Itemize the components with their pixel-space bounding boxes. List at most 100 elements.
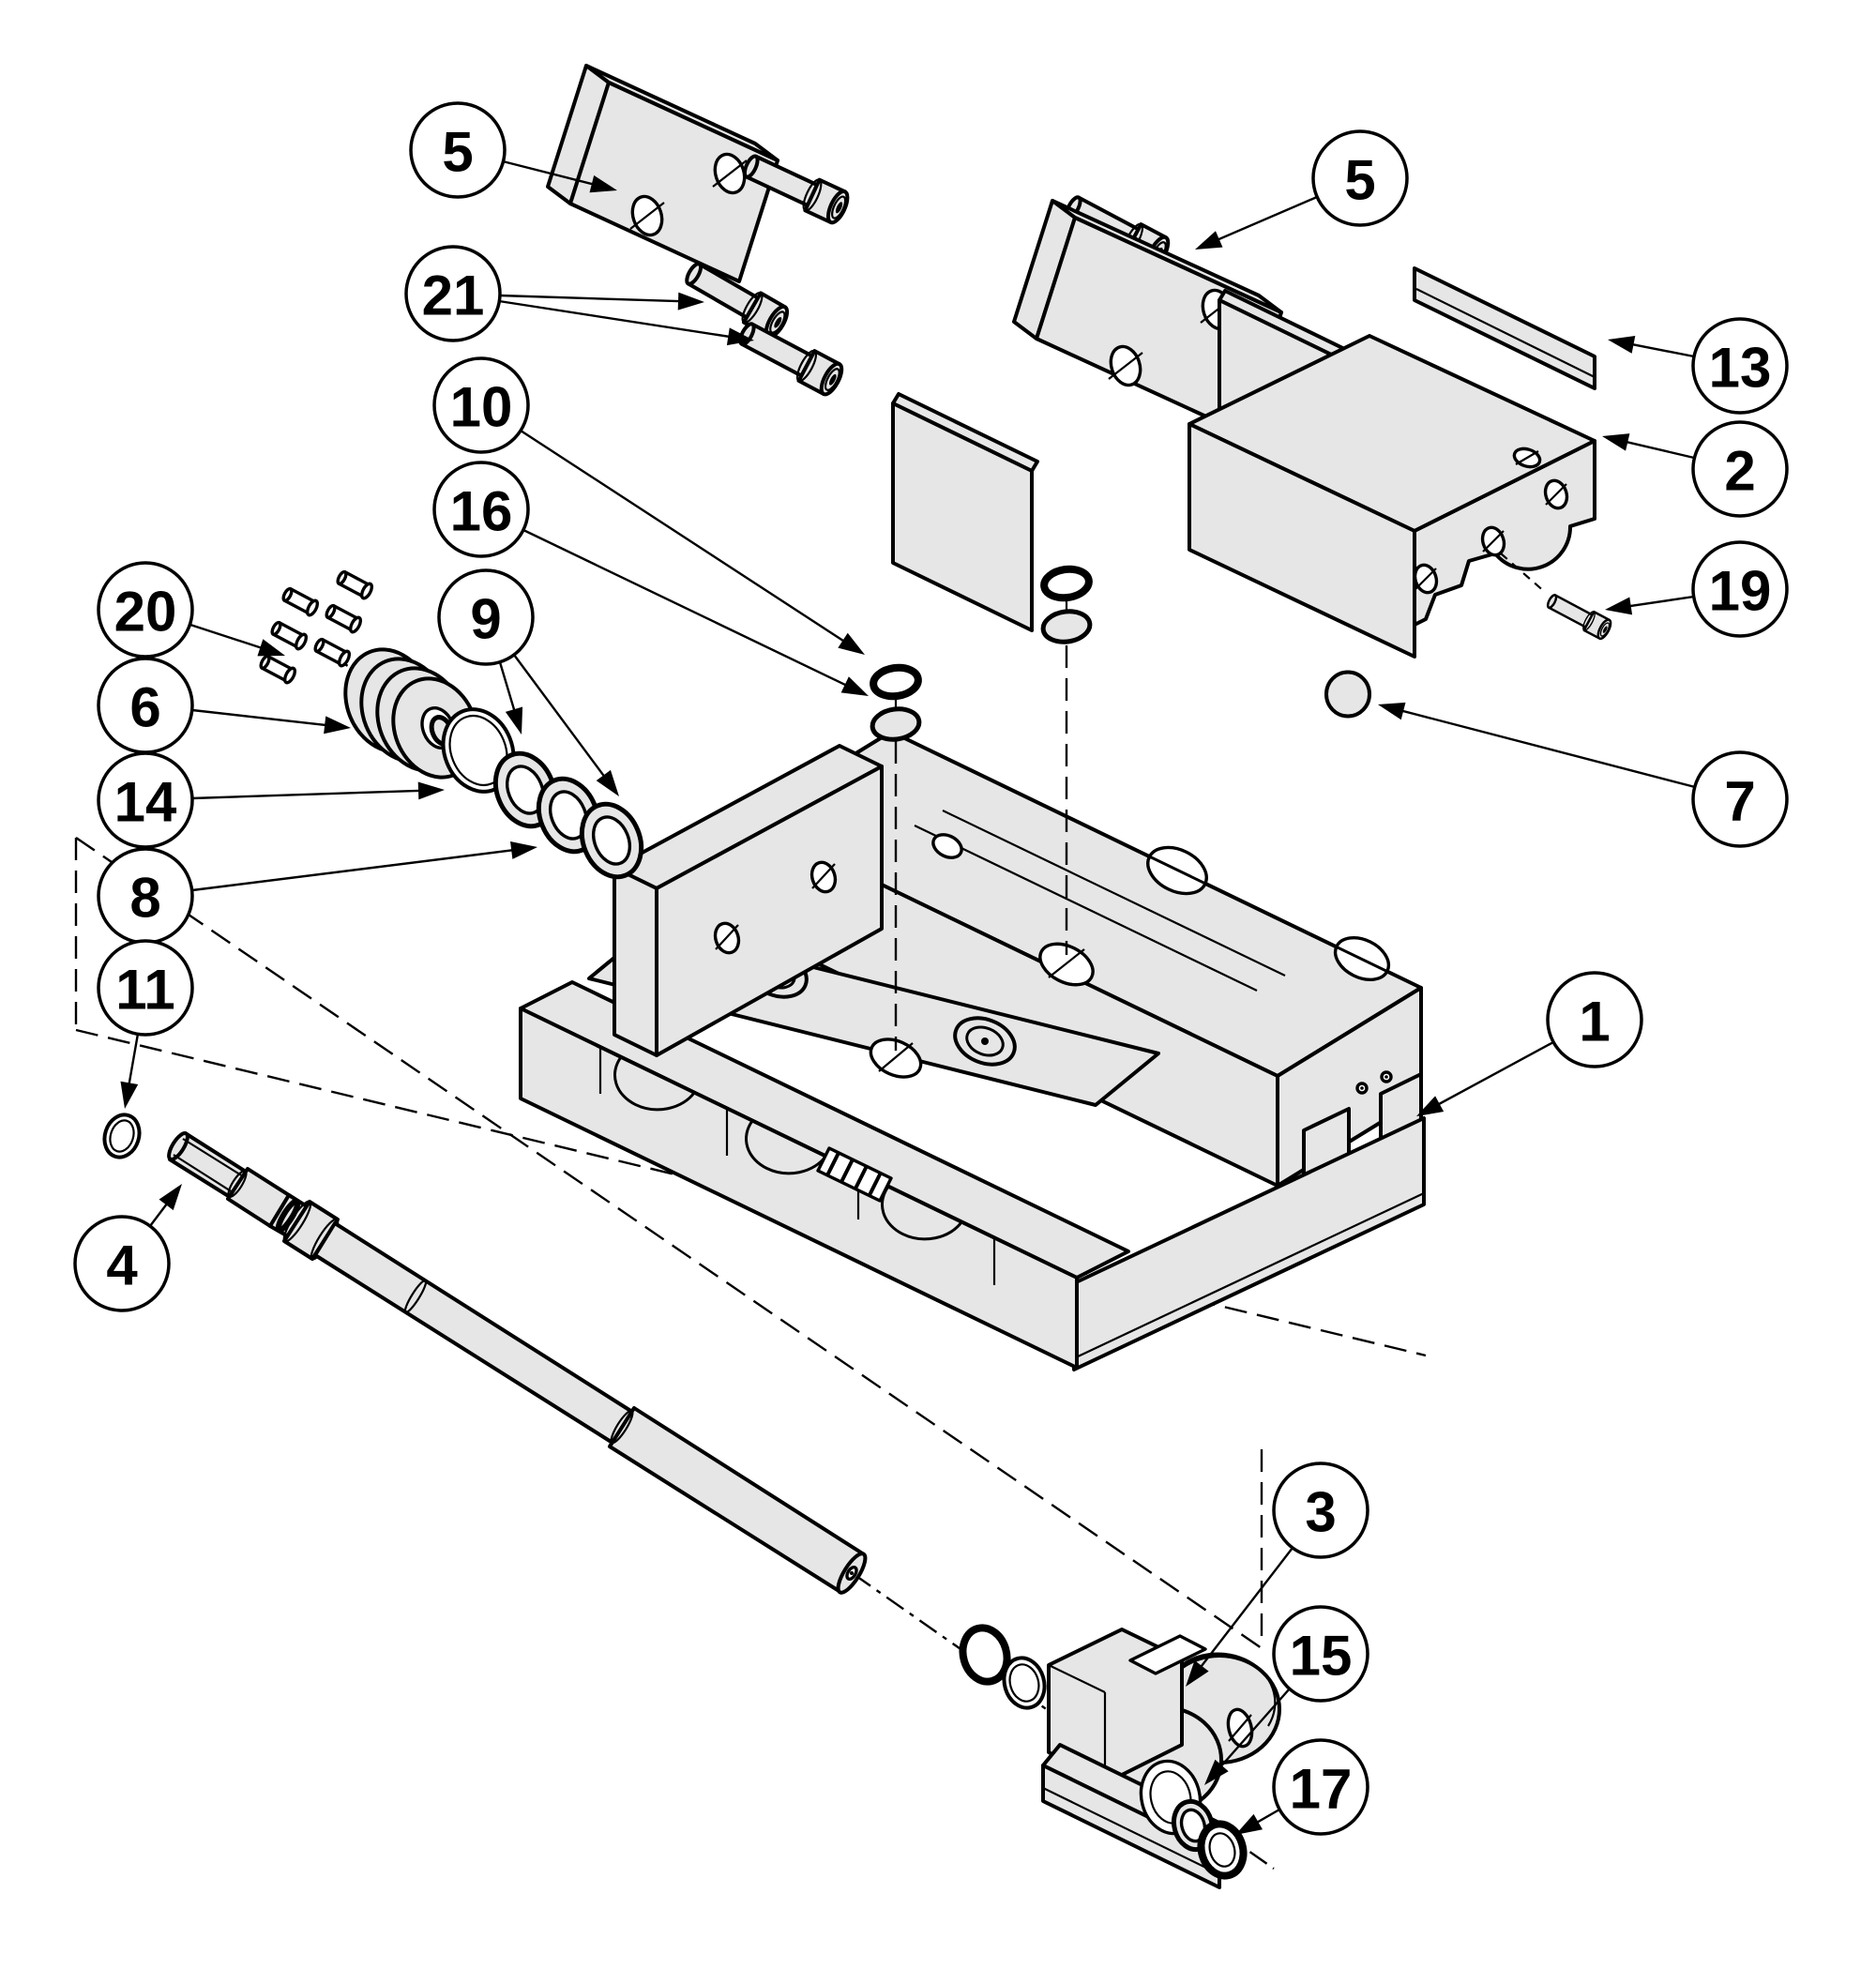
balloon-circle [432,461,530,558]
balloon-number: 6 [129,676,160,739]
balloon-6: 6 [97,657,351,754]
balloon-3: 3 [1186,1462,1369,1687]
leader-arrowhead [1416,1096,1445,1116]
balloon-number: 17 [1290,1758,1353,1821]
washer-16 [870,706,922,742]
part-7-plug [1324,670,1371,719]
leader-arrowhead [324,716,351,735]
leader-arrowhead [1602,433,1630,451]
balloon-number: 9 [470,588,501,651]
part-19-socket-screw [1543,589,1615,643]
balloon-4: 4 [73,1184,182,1312]
leader-arrowhead [1186,1660,1209,1687]
balloon-number: 4 [106,1234,138,1297]
leader-arrowhead [505,706,523,735]
balloon-15: 15 [1204,1605,1369,1785]
leader-arrowhead [726,327,754,346]
washer-16 [1040,609,1093,644]
balloon-number: 8 [129,867,160,930]
leader-arrowhead [510,841,537,859]
balloon-5: 5 [409,101,617,199]
leader-arrowhead [417,781,445,800]
leader-arrowhead [596,769,619,796]
leader-arrowhead [257,639,285,657]
balloon-11: 11 [97,939,194,1109]
part-2-movable-jaw-block [1188,334,1596,659]
balloon-number: 14 [114,771,177,834]
balloon-9: 9 [437,568,619,796]
leader-arrowhead [838,632,865,655]
leader-arrowhead [677,292,704,310]
leader-arrowhead [589,174,617,193]
clamp-boss [953,1016,1017,1067]
balloon-13: 13 [1608,317,1789,415]
balloon-number: 10 [450,376,513,439]
balloon-number: 1 [1579,991,1610,1053]
balloon-number: 11 [115,959,174,1022]
balloon-circle [1272,1605,1369,1703]
balloon-19: 19 [1605,540,1789,638]
balloon-number: 20 [114,581,177,644]
balloon-circle [97,751,194,849]
balloon-number: 19 [1709,560,1772,623]
part-4-screw-shaft [167,1131,868,1595]
balloon-circle [409,101,507,199]
balloon-number: 16 [450,480,513,543]
body-hole [931,833,963,859]
balloon-circle [1691,317,1789,415]
balloon-circle [1272,1462,1369,1559]
balloon-circle [73,1215,171,1312]
balloon-circle [437,568,535,666]
oring-10 [1040,565,1093,602]
balloon-number: 3 [1305,1481,1336,1544]
balloon-circle [404,245,502,342]
leader-arrowhead [1378,702,1406,720]
part-1-vise-body [519,730,1426,1371]
balloon-number: 15 [1290,1625,1353,1688]
balloon-5: 5 [1195,129,1409,250]
leader-arrowhead [1204,1759,1229,1785]
oring-10 [870,663,922,701]
part-5-jaw-plate-left [546,64,779,283]
leader-arrowhead [1195,231,1223,250]
balloon-circle [1691,750,1789,848]
part-11-oring [102,1113,142,1159]
balloon-number: 5 [442,121,473,184]
jaw-insert-plate [891,392,1039,632]
part-9-thrust-washer [579,801,644,880]
leader-arrowhead [1608,336,1636,354]
balloon-circle [1546,971,1643,1068]
balloon-number: 7 [1724,770,1755,833]
balloon-number: 5 [1344,149,1375,212]
leader-arrowhead [1605,597,1633,615]
balloon-number: 13 [1709,337,1772,400]
part-10-oring-and-16-washer-pair [870,565,1093,742]
balloon-1: 1 [1416,971,1643,1116]
balloon-circle [1311,129,1409,227]
balloon-circle [1691,420,1789,518]
balloon-20: 20 [97,561,285,659]
balloon-circle [1691,540,1789,638]
balloon-number: 2 [1724,440,1755,503]
balloon-circle [97,939,194,1037]
part-17-seal-ring [1197,1820,1248,1880]
shaft-seal-rings [959,1624,1047,1710]
balloon-7: 7 [1378,702,1789,848]
balloon-2: 2 [1602,420,1789,518]
balloon-16: 16 [432,461,869,696]
leader-arrowhead [120,1081,139,1109]
leader-arrowhead [159,1184,182,1211]
balloon-14: 14 [97,751,445,849]
balloon-circle [432,356,530,454]
balloon-10: 10 [432,356,865,655]
leader-arrowhead [1235,1813,1263,1835]
balloon-circle [97,561,194,659]
part-13-wiper-plate [1413,266,1596,390]
balloon-8: 8 [97,841,537,945]
balloon-number: 21 [422,265,485,327]
serrated-insert [816,1146,893,1203]
leader-arrowhead [840,676,869,696]
